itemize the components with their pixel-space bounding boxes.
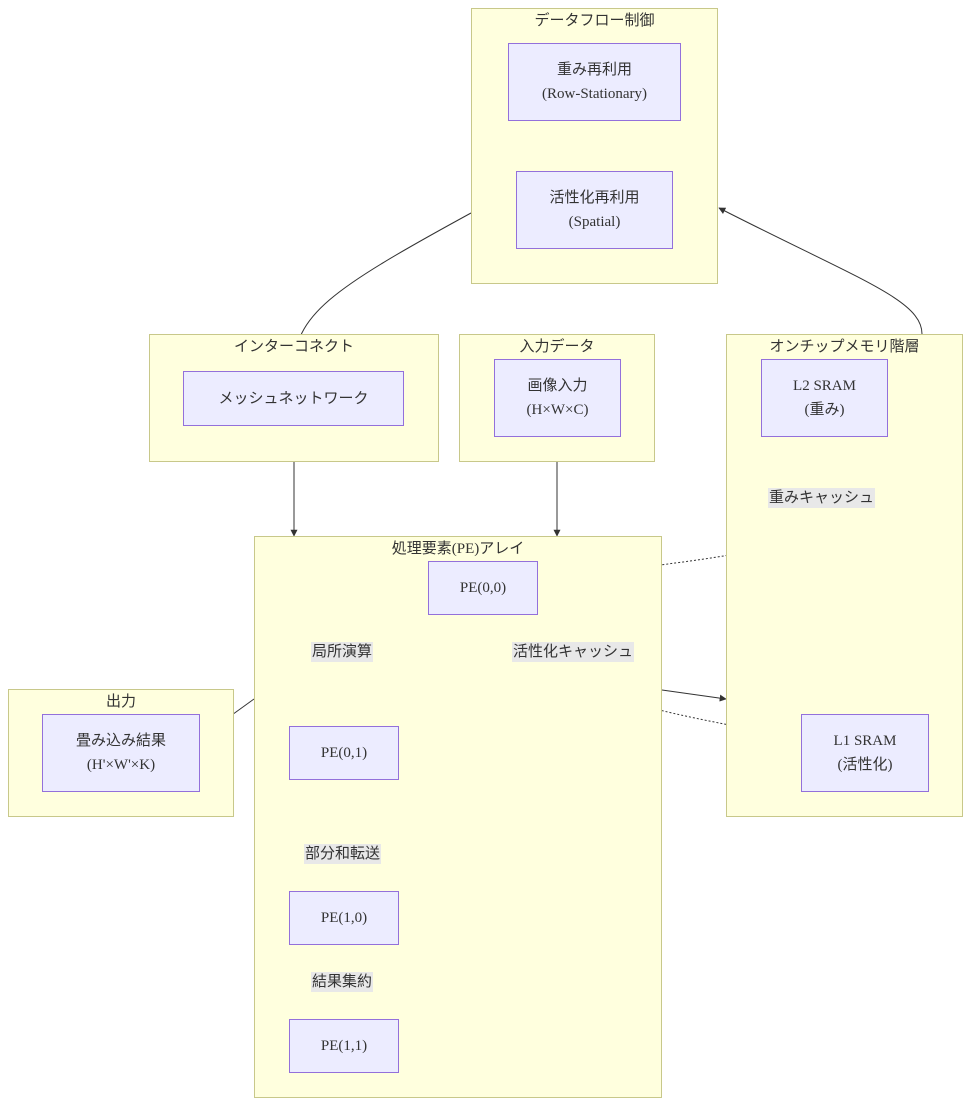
cluster-pe-array: 処理要素(PE)アレイ	[254, 536, 662, 1098]
node-label-line2: (Spatial)	[568, 214, 621, 230]
edge-label-local-compute: 局所演算	[311, 642, 374, 662]
node-pe-1-0: PE(1,0)	[289, 891, 399, 945]
node-label-line1: L1 SRAM	[833, 733, 897, 749]
edge-label-weight-cache: 重みキャッシュ	[768, 488, 876, 508]
cluster-title: 処理要素(PE)アレイ	[391, 541, 525, 557]
cluster-title: 出力	[105, 694, 136, 710]
node-label-line1: メッシュネットワーク	[218, 390, 369, 407]
node-label-line1: L2 SRAM	[793, 378, 856, 394]
node-pe-1-1: PE(1,1)	[289, 1019, 399, 1073]
node-pe-0-1: PE(0,1)	[289, 726, 399, 780]
node-label-line2: (H'×W'×K)	[86, 757, 156, 773]
node-label-line1: PE(0,1)	[320, 745, 368, 761]
cluster-title: データフロー制御	[534, 13, 655, 29]
cluster-title: インターコネクト	[233, 339, 354, 355]
node-label-line2: (H×W×C)	[526, 402, 589, 418]
node-label-line1: PE(1,0)	[320, 910, 368, 926]
node-mesh-network: メッシュネットワーク	[183, 371, 404, 426]
node-activation-reuse: 活性化再利用 (Spatial)	[516, 171, 673, 249]
edge-pe-array-to-memory	[661, 689, 727, 702]
edge-label-partial-sum: 部分和転送	[304, 844, 382, 864]
node-convolution-result: 畳み込み結果 (H'×W'×K)	[42, 714, 200, 792]
node-label-line1: 畳み込み結果	[75, 733, 166, 749]
cluster-title: オンチップメモリ階層	[769, 339, 920, 355]
node-label-line1: PE(0,0)	[459, 580, 507, 596]
cluster-title: 入力データ	[519, 339, 595, 355]
node-label-line2: (Row-Stationary)	[542, 86, 647, 102]
node-label-line1: 画像入力	[527, 378, 588, 394]
node-l2-sram: L2 SRAM (重み)	[761, 359, 888, 437]
node-label-line2: (重み)	[804, 402, 845, 418]
node-weight-reuse: 重み再利用 (Row-Stationary)	[508, 43, 681, 121]
node-label-line1: PE(1,1)	[320, 1038, 368, 1054]
edge-label-result-aggregation: 結果集約	[311, 972, 374, 992]
node-label-line1: 重み再利用	[556, 62, 632, 78]
edge-label-activation-cache: 活性化キャッシュ	[512, 642, 635, 662]
node-image-input: 画像入力 (H×W×C)	[494, 359, 621, 437]
node-label-line2: (活性化)	[837, 757, 893, 773]
node-l1-sram: L1 SRAM (活性化)	[801, 714, 929, 792]
node-pe-0-0: PE(0,0)	[428, 561, 538, 615]
node-label-line1: 活性化再利用	[549, 190, 640, 206]
edge-memory-to-dataflow	[718, 207, 923, 335]
